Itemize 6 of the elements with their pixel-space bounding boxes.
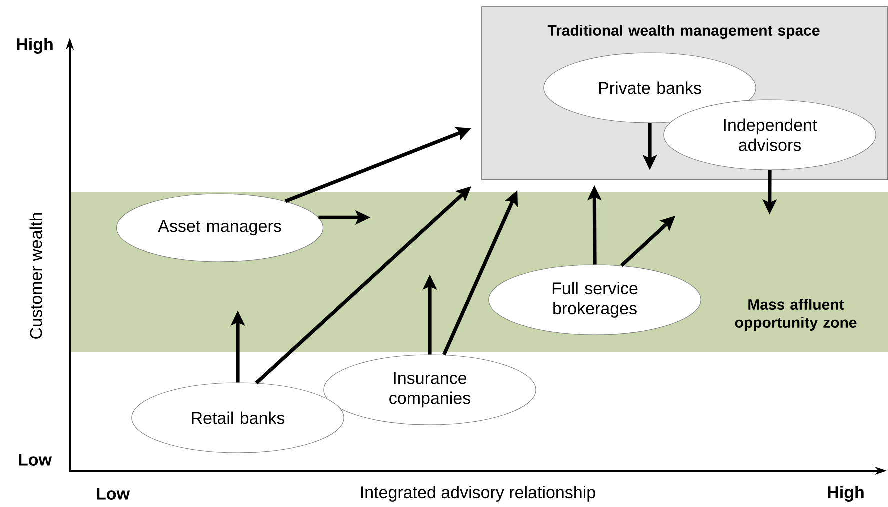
axis-end-label: Low — [19, 454, 52, 466]
axis-title: Customer wealth — [30, 213, 42, 339]
axis-label: Integrated advisory relationship — [361, 486, 596, 502]
axis-end-label: Low — [97, 488, 130, 500]
axis-end-label: High — [828, 486, 864, 502]
axis-end-label: High — [17, 38, 53, 54]
